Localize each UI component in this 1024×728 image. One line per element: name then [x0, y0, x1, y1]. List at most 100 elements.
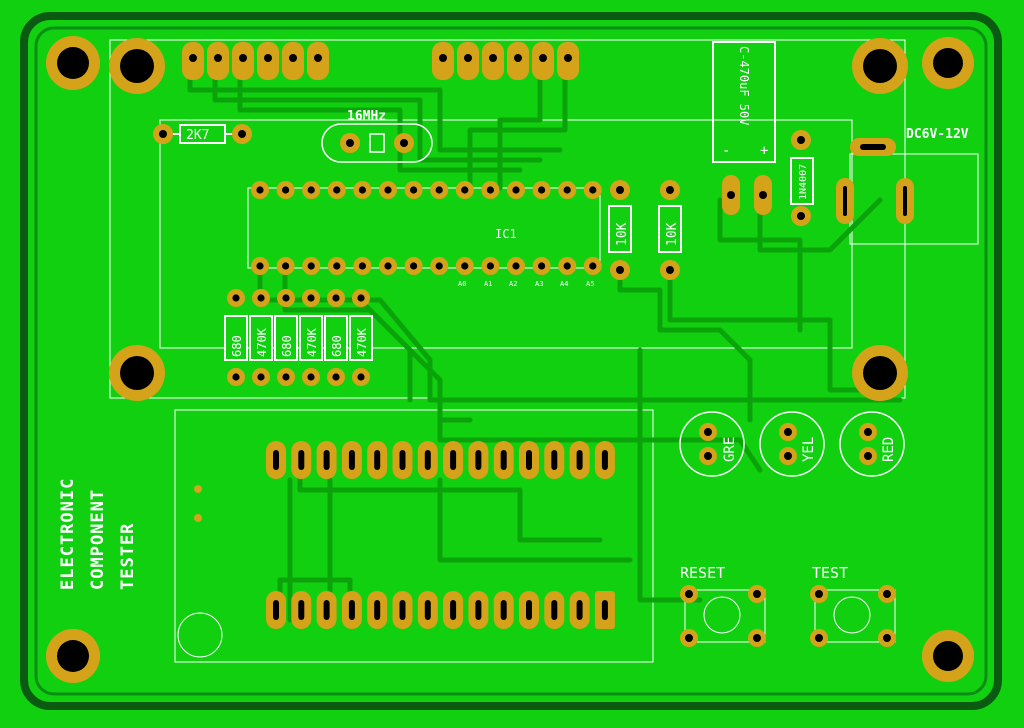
ic-pin-bottom	[302, 257, 321, 275]
ic-pin-bottom	[481, 257, 500, 275]
header-left	[182, 42, 329, 80]
ic-pin-top	[430, 181, 449, 199]
ic-pin-label-0: A0	[458, 280, 466, 288]
board-title: ELECTRONIC COMPONENT TESTER	[30, 470, 180, 620]
lcd-pin	[519, 591, 539, 629]
lcd-small-holes	[194, 485, 202, 522]
lcd-pin	[544, 591, 565, 629]
lcd-module-outline	[174, 409, 654, 663]
ic-bottom-pin-labels: A0 A1 A2 A3 A4 A5	[458, 280, 594, 288]
header-mid-holes	[439, 54, 572, 62]
lower-resistor-pad	[327, 289, 345, 307]
resistor-10k-b-label: 10K	[665, 222, 680, 246]
lcd-pin	[392, 441, 413, 479]
ic-pin-top	[558, 181, 577, 199]
reset-button[interactable]	[680, 585, 766, 647]
lcd-pin	[341, 441, 362, 479]
lower-res-label-1: 470K	[255, 327, 269, 357]
lcd-pin	[417, 591, 438, 629]
lcd-pin	[266, 591, 286, 629]
dc-jack	[836, 138, 914, 224]
ic-pin-bottom	[532, 257, 551, 275]
lcd-pin	[594, 441, 615, 479]
lower-resistor-pad	[252, 289, 270, 307]
lower-resistor-labels: 680 470K 680 470K 680 470K	[230, 327, 369, 357]
ic-pin-top	[404, 181, 423, 199]
crystal-label: 16MHz	[347, 109, 386, 124]
lcd-header	[266, 441, 615, 629]
lcd-pin	[443, 441, 464, 479]
lcd-pin	[443, 591, 464, 629]
lower-resistor-pad	[252, 368, 270, 386]
board-title-line-2: COMPONENT	[88, 488, 108, 590]
ic-pin-bottom	[404, 257, 423, 275]
header-mid	[432, 42, 579, 80]
ic-pin-top	[583, 181, 602, 199]
lcd-pin	[519, 441, 539, 479]
mounting-holes	[46, 36, 974, 683]
ic-pin-bottom	[327, 257, 346, 275]
test-label: TEST	[812, 564, 848, 582]
lower-resistor	[349, 289, 373, 386]
lower-resistor-pad	[302, 289, 320, 307]
lcd-pin	[291, 441, 312, 479]
lcd-pin	[569, 441, 590, 479]
ic-pin-label-3: A3	[535, 280, 543, 288]
lower-resistor-pad	[352, 368, 370, 386]
lcd-pin	[493, 441, 514, 479]
lcd-pin	[266, 441, 286, 479]
lower-resistor	[299, 289, 323, 386]
lower-resistor-pad	[302, 368, 320, 386]
dc-jack-label: DC6V-12V	[906, 127, 969, 142]
ic-label: IC1	[495, 227, 517, 241]
lower-res-label-4: 680	[330, 335, 344, 357]
ic-pin-top	[507, 181, 525, 199]
led-green	[679, 411, 745, 477]
crystal-16mhz	[321, 123, 433, 163]
ic-pin-top	[379, 181, 397, 199]
lower-resistor-pad	[227, 289, 245, 307]
lower-resistor	[249, 289, 273, 386]
lower-resistor-pad	[227, 368, 245, 386]
ic-pin-bottom	[251, 257, 269, 275]
lower-resistor	[274, 289, 298, 386]
ic-pin-top	[532, 181, 551, 199]
lower-resistor	[324, 289, 348, 386]
lower-resistor-pad	[277, 289, 295, 307]
lower-resistor-pad	[277, 368, 295, 386]
ic-pin-top	[353, 181, 372, 199]
lcd-marker	[177, 612, 223, 658]
lcd-pin	[367, 441, 388, 479]
capacitor-pos-label: +	[760, 143, 768, 159]
lcd-pin	[493, 591, 514, 629]
lcd-pin	[468, 441, 489, 479]
lcd-pin	[468, 591, 489, 629]
board-outline-inner	[34, 26, 988, 696]
lcd-pin	[569, 591, 590, 629]
ic-pin-label-1: A1	[484, 280, 492, 288]
ic-pin-bottom	[379, 257, 397, 275]
ic-pin-bottom	[430, 257, 449, 275]
led-red	[839, 411, 905, 477]
ic-pin-bottom	[507, 257, 525, 275]
lcd-pin	[594, 591, 615, 629]
capacitor-neg-label: -	[722, 143, 730, 159]
resistor-10k-b	[658, 180, 682, 280]
lower-resistors	[224, 289, 373, 386]
diode-1n4007	[790, 130, 814, 226]
reset-label: RESET	[680, 564, 725, 582]
lcd-pin	[367, 591, 388, 629]
ic-pin-top	[455, 181, 474, 199]
ic-pin-label-4: A4	[560, 280, 568, 288]
board-outline-outer	[20, 12, 1002, 710]
resistor-10k-a	[608, 180, 632, 280]
test-button[interactable]	[810, 585, 896, 647]
capacitor-470uf	[712, 41, 776, 215]
lower-res-label-0: 680	[230, 335, 244, 357]
resistor-10k-a-label: 10K	[615, 222, 630, 246]
ic-pin-label-2: A2	[509, 280, 517, 288]
copper-traces	[187, 57, 903, 623]
lower-res-label-3: 470K	[305, 327, 319, 357]
lower-resistor-pad	[327, 368, 345, 386]
